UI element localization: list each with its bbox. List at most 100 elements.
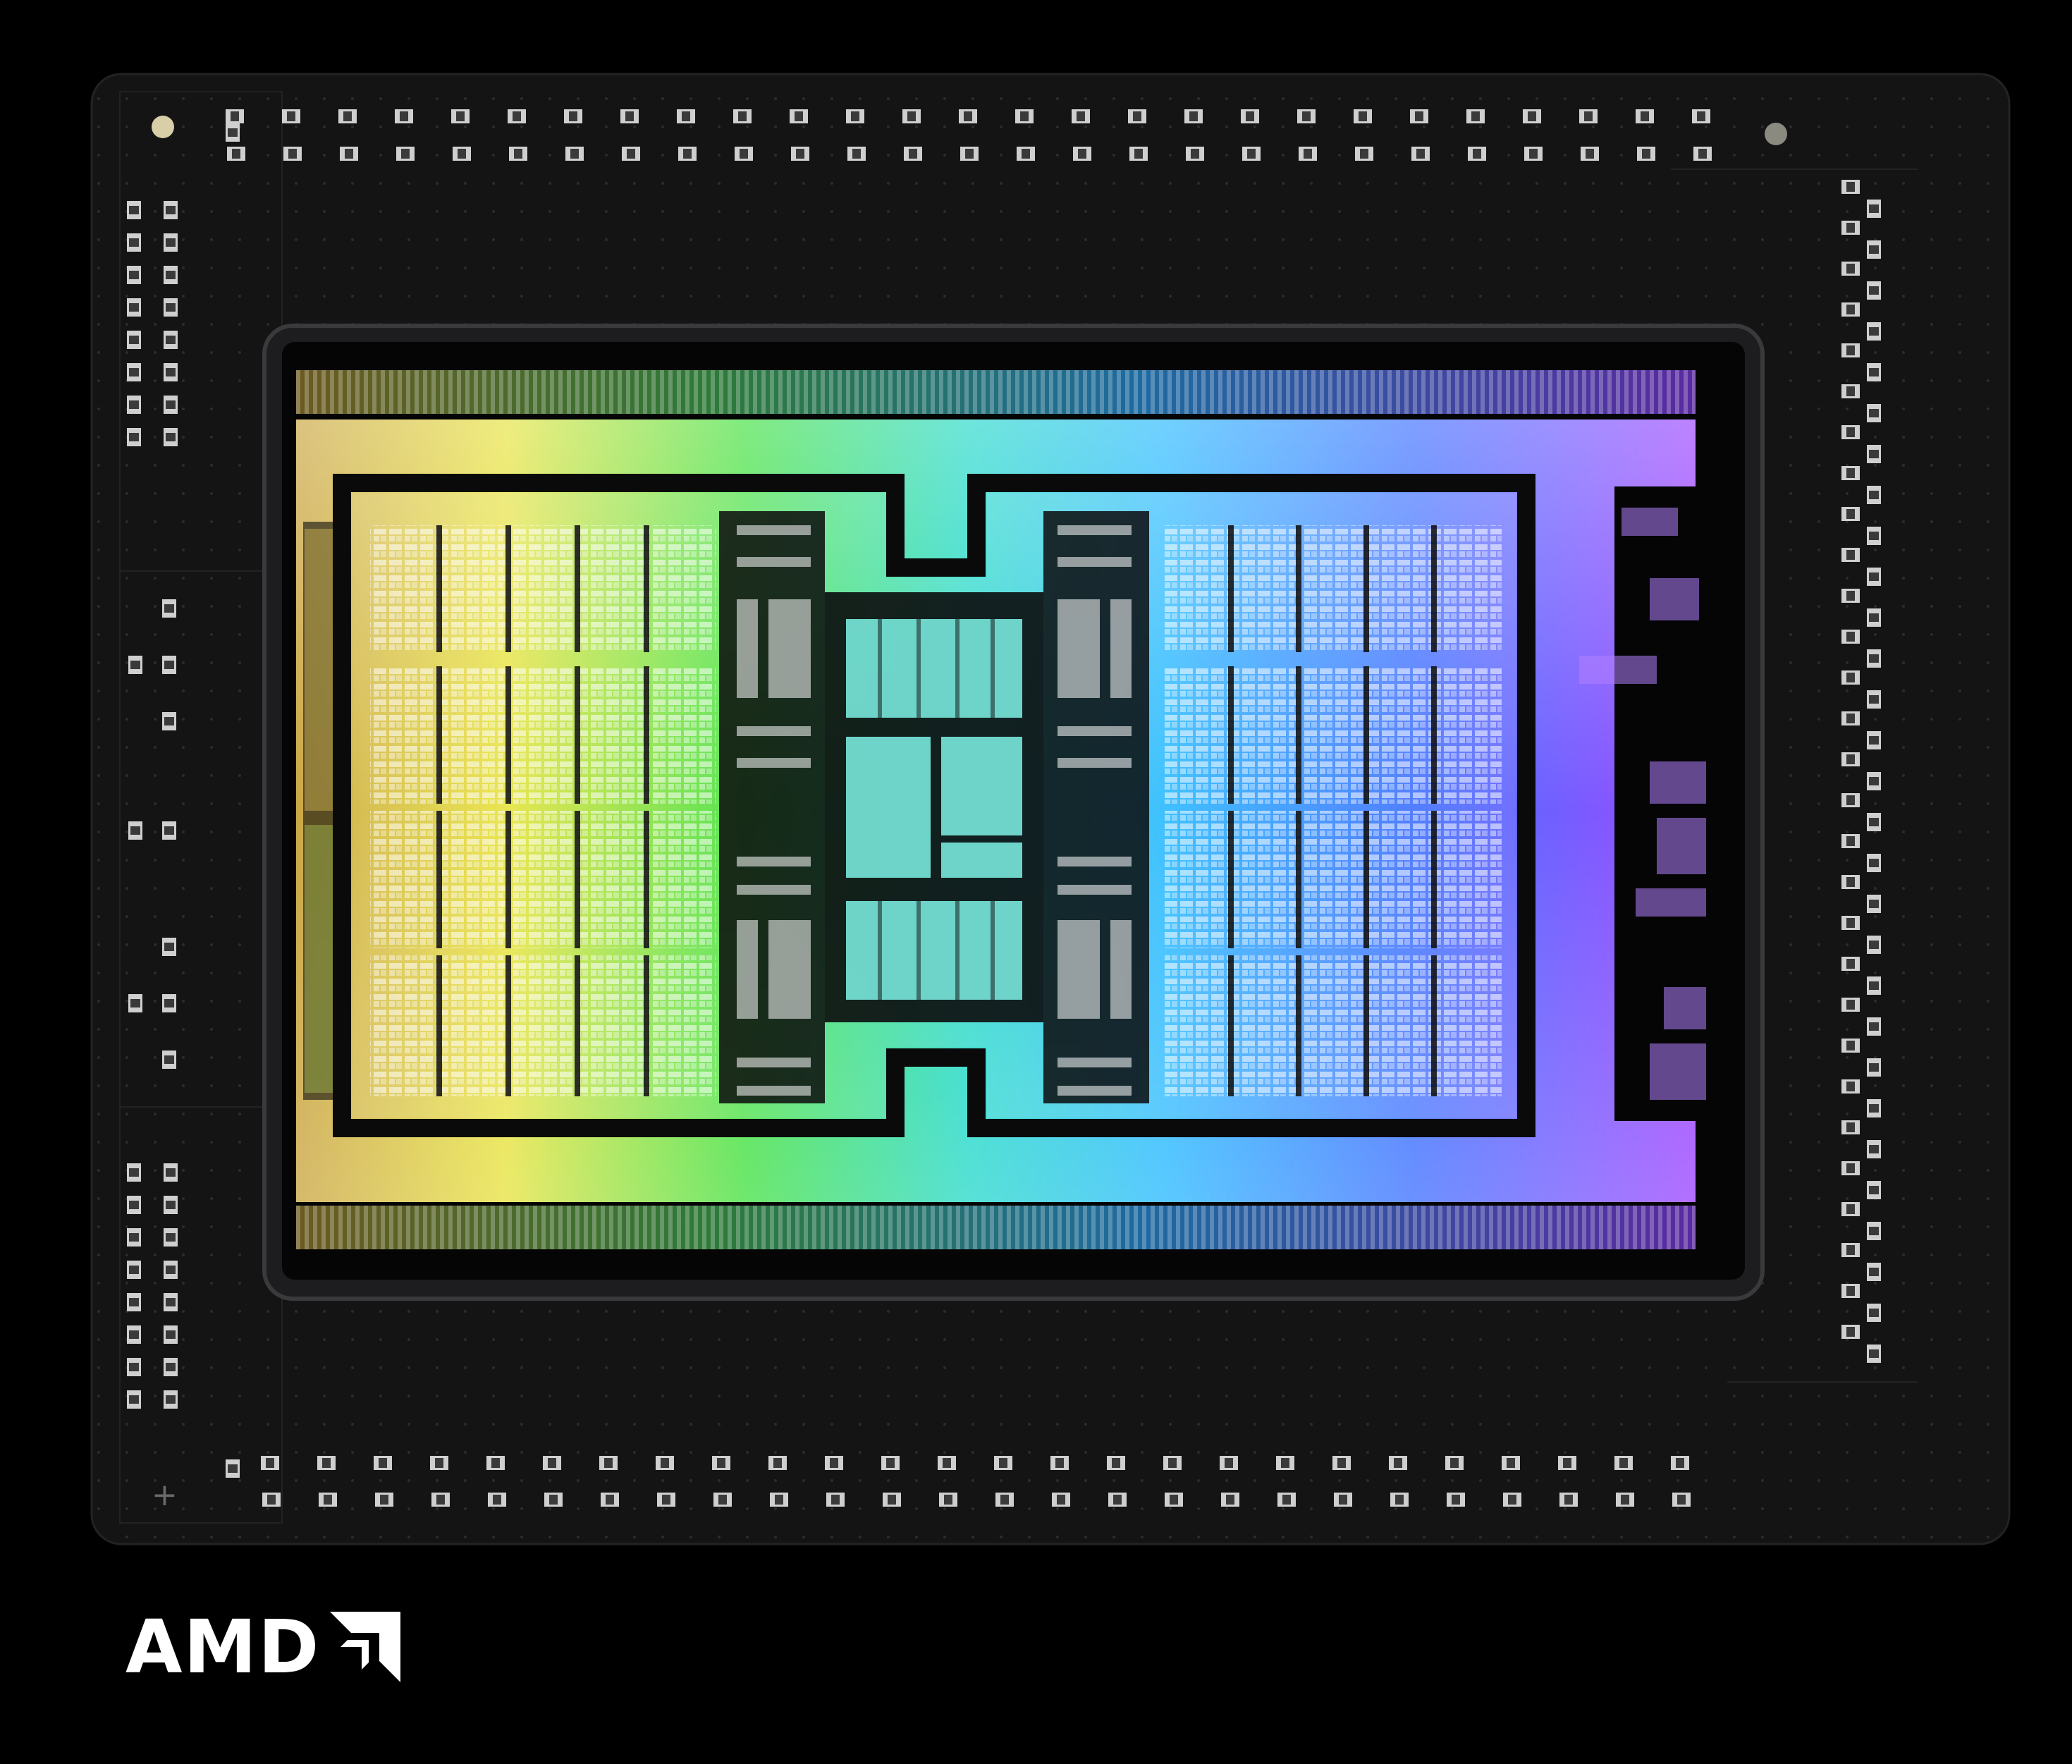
- smd-capacitor: [431, 1493, 450, 1507]
- smd-capacitor: [1073, 147, 1091, 161]
- smd-capacitor: [960, 147, 979, 161]
- smd-capacitor: [1221, 1493, 1239, 1507]
- smd-capacitor: [1841, 384, 1860, 398]
- smd-capacitor: [1841, 1325, 1860, 1339]
- smd-capacitor: [1637, 147, 1655, 161]
- smd-capacitor: [1523, 109, 1541, 123]
- smd-capacitor: [1129, 147, 1148, 161]
- smd-capacitor: [282, 109, 300, 123]
- smd-capacitor: [127, 266, 141, 284]
- smd-capacitor: [164, 363, 178, 381]
- smd-capacitor: [1867, 1263, 1881, 1281]
- smd-capacitor: [127, 298, 141, 317]
- smd-capacitor: [1411, 147, 1430, 161]
- smd-capacitor: [127, 428, 141, 446]
- smd-capacitor: [1841, 466, 1860, 480]
- compute-unit-block: [370, 525, 716, 652]
- smd-capacitor: [1867, 1140, 1881, 1158]
- smd-capacitor: [162, 821, 176, 840]
- smd-capacitor: [1389, 1456, 1407, 1470]
- smd-capacitor: [1867, 976, 1881, 995]
- smd-capacitor: [317, 1456, 336, 1470]
- smd-capacitor: [1867, 200, 1881, 218]
- smd-capacitor: [164, 1358, 178, 1376]
- smd-capacitor: [1015, 109, 1034, 123]
- smd-capacitor: [1410, 109, 1428, 123]
- smd-capacitor: [904, 147, 922, 161]
- smd-capacitor: [735, 147, 753, 161]
- smd-capacitor: [939, 1493, 957, 1507]
- smd-capacitor: [1220, 1456, 1238, 1470]
- smd-capacitor: [162, 656, 176, 674]
- smd-capacitor: [1354, 109, 1372, 123]
- smd-capacitor: [1841, 180, 1860, 194]
- smd-capacitor: [1867, 649, 1881, 668]
- compute-unit-block: [1163, 525, 1502, 652]
- smd-capacitor: [657, 1493, 675, 1507]
- smd-capacitor: [396, 147, 415, 161]
- smd-capacitor: [1841, 752, 1860, 766]
- smd-capacitor: [127, 1358, 141, 1376]
- amd-logo: AMD: [125, 1604, 401, 1690]
- smd-capacitor: [226, 109, 244, 123]
- smd-capacitor: [1672, 1493, 1691, 1507]
- smd-capacitor: [994, 1456, 1012, 1470]
- smd-capacitor: [543, 1456, 561, 1470]
- smd-capacitor: [1867, 690, 1881, 709]
- smd-capacitor: [164, 233, 178, 252]
- brand-wordmark: AMD: [125, 1604, 321, 1690]
- smd-capacitor: [127, 1293, 141, 1311]
- smd-capacitor: [164, 1228, 178, 1247]
- smd-capacitor: [1841, 589, 1860, 603]
- smd-capacitor: [486, 1456, 505, 1470]
- smd-capacitor: [1867, 322, 1881, 341]
- smd-capacitor: [1445, 1456, 1464, 1470]
- smd-capacitor: [453, 147, 471, 161]
- smd-capacitor: [1867, 608, 1881, 627]
- smd-capacitor: [226, 123, 240, 142]
- smd-capacitor: [1108, 1493, 1127, 1507]
- smd-capacitor: [1867, 527, 1881, 545]
- smd-capacitor: [1841, 1284, 1860, 1298]
- smd-capacitor: [127, 1228, 141, 1247]
- amd-arrow-icon: [330, 1612, 401, 1682]
- smd-capacitor: [1867, 1181, 1881, 1199]
- smd-capacitor: [127, 1390, 141, 1409]
- smd-capacitor: [1558, 1456, 1576, 1470]
- compute-unit-block: [1163, 666, 1502, 804]
- svg-text:+: +: [152, 1477, 178, 1513]
- smd-capacitor: [127, 233, 141, 252]
- smd-capacitor: [601, 1493, 619, 1507]
- smd-capacitor: [1186, 147, 1204, 161]
- smd-capacitor: [162, 1051, 176, 1069]
- compute-unit-block: [370, 955, 716, 1096]
- smd-capacitor: [881, 1456, 900, 1470]
- smd-capacitor: [1276, 1456, 1294, 1470]
- smd-capacitor: [1841, 343, 1860, 357]
- smd-capacitor: [1671, 1456, 1689, 1470]
- smd-capacitor: [847, 147, 866, 161]
- compute-unit-block: [370, 666, 716, 804]
- smd-capacitor: [1841, 957, 1860, 971]
- smd-capacitor: [959, 109, 977, 123]
- smd-capacitor: [164, 428, 178, 446]
- smd-capacitor: [340, 147, 358, 161]
- smd-capacitor: [1841, 630, 1860, 644]
- smd-capacitor: [565, 147, 584, 161]
- smd-capacitor: [1867, 1099, 1881, 1117]
- smd-capacitor: [1867, 568, 1881, 586]
- smd-capacitor: [1636, 109, 1654, 123]
- smd-capacitor: [1165, 1493, 1183, 1507]
- smd-capacitor: [544, 1493, 563, 1507]
- smd-capacitor: [770, 1493, 788, 1507]
- smd-capacitor: [1355, 147, 1373, 161]
- smd-capacitor: [1867, 1058, 1881, 1077]
- smd-capacitor: [902, 109, 921, 123]
- smd-capacitor: [1107, 1456, 1125, 1470]
- smd-capacitor: [1128, 109, 1146, 123]
- smd-capacitor: [1390, 1493, 1409, 1507]
- smd-capacitor: [1334, 1493, 1352, 1507]
- smd-capacitor: [430, 1456, 448, 1470]
- smd-capacitor: [1841, 793, 1860, 807]
- smd-capacitor: [1050, 1456, 1069, 1470]
